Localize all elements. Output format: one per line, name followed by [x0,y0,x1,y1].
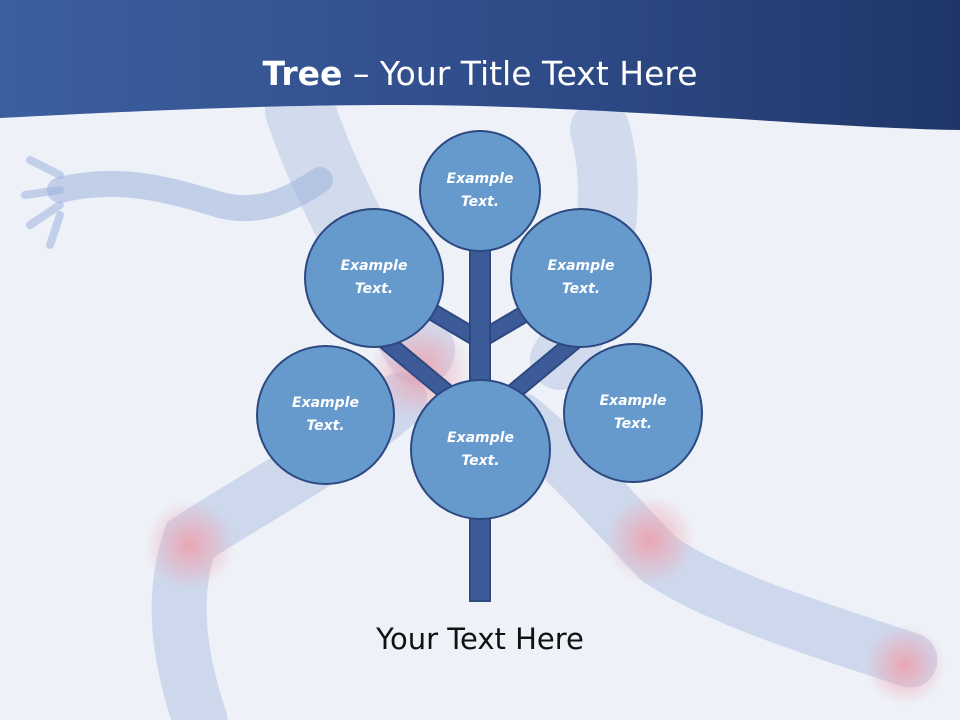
tree-node-lower-left: Example Text. [256,345,395,485]
tree-node-upper-right: Example Text. [510,208,652,348]
slide-title: Tree – Your Title Text Here [0,52,960,96]
tree-node-center: Example Text. [410,379,551,520]
tree-node-lower-right: Example Text. [563,343,703,483]
title-bold: Tree [262,54,343,93]
title-rest: – Your Title Text Here [342,54,698,93]
caption-text: Your Text Here [376,622,584,656]
header-band [0,0,960,130]
tree-node-upper-left: Example Text. [304,208,444,348]
tree-node-top: Example Text. [419,130,541,252]
